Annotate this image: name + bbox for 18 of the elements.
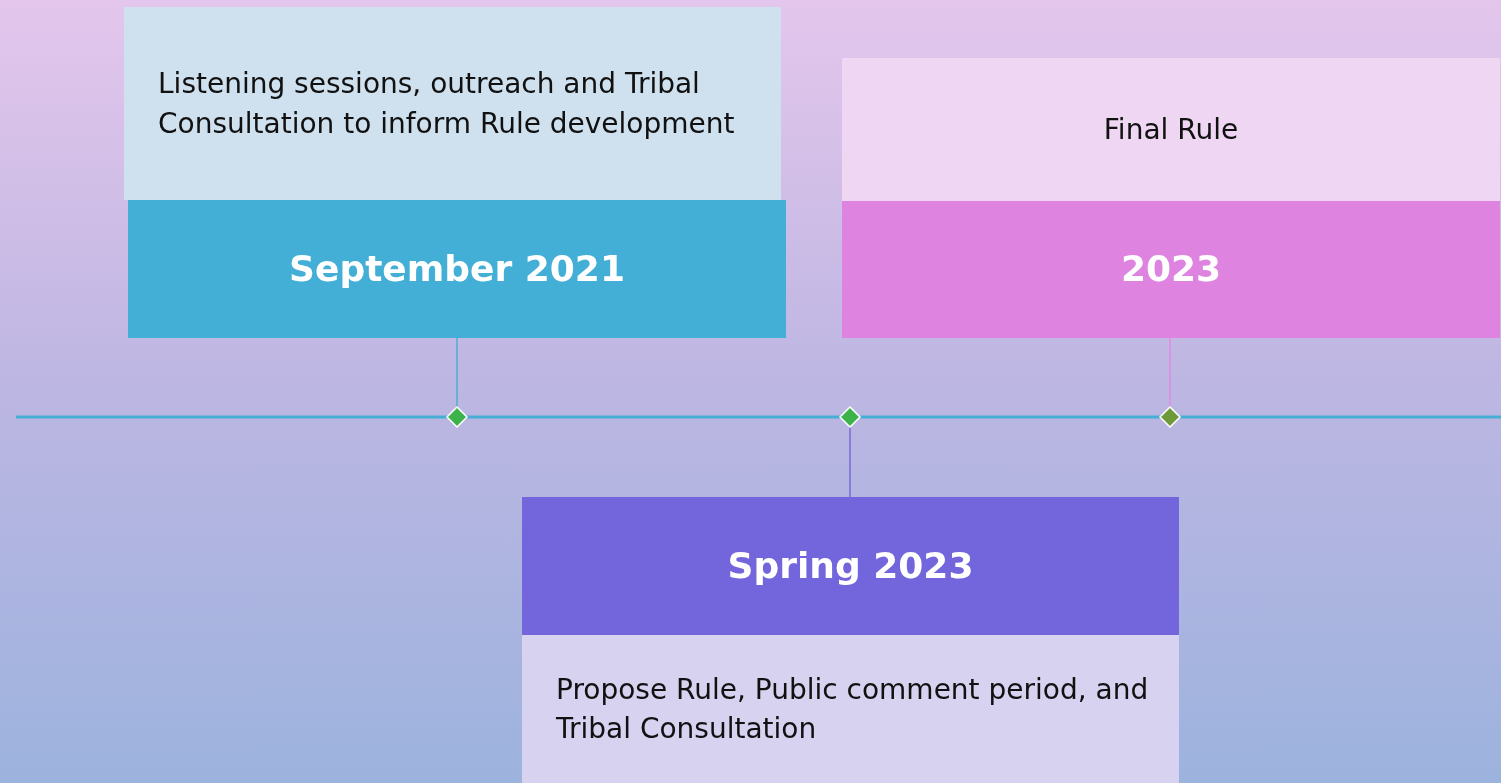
date-label: September 2021 [289,246,625,291]
milestone-diamond [838,405,862,429]
description-text: Propose Rule, Public comment period, and Tribal Consultation [556,671,1149,747]
connector-line [1169,337,1171,408]
description-card [124,7,781,200]
date-banner [842,201,1500,338]
milestone-diamond [445,405,469,429]
description-card [522,635,1179,783]
description-card [842,58,1500,201]
date-banner [522,497,1179,635]
description-text: Listening sessions, outreach and Tribal Consultation to inform Rule development [158,66,736,142]
description-text: Final Rule [1103,111,1239,148]
connector-line [849,426,851,498]
date-banner [128,200,786,338]
date-label: Spring 2023 [727,543,974,588]
connector-line [456,337,458,408]
date-label: 2023 [1120,247,1222,292]
milestone-diamond [1158,405,1182,429]
